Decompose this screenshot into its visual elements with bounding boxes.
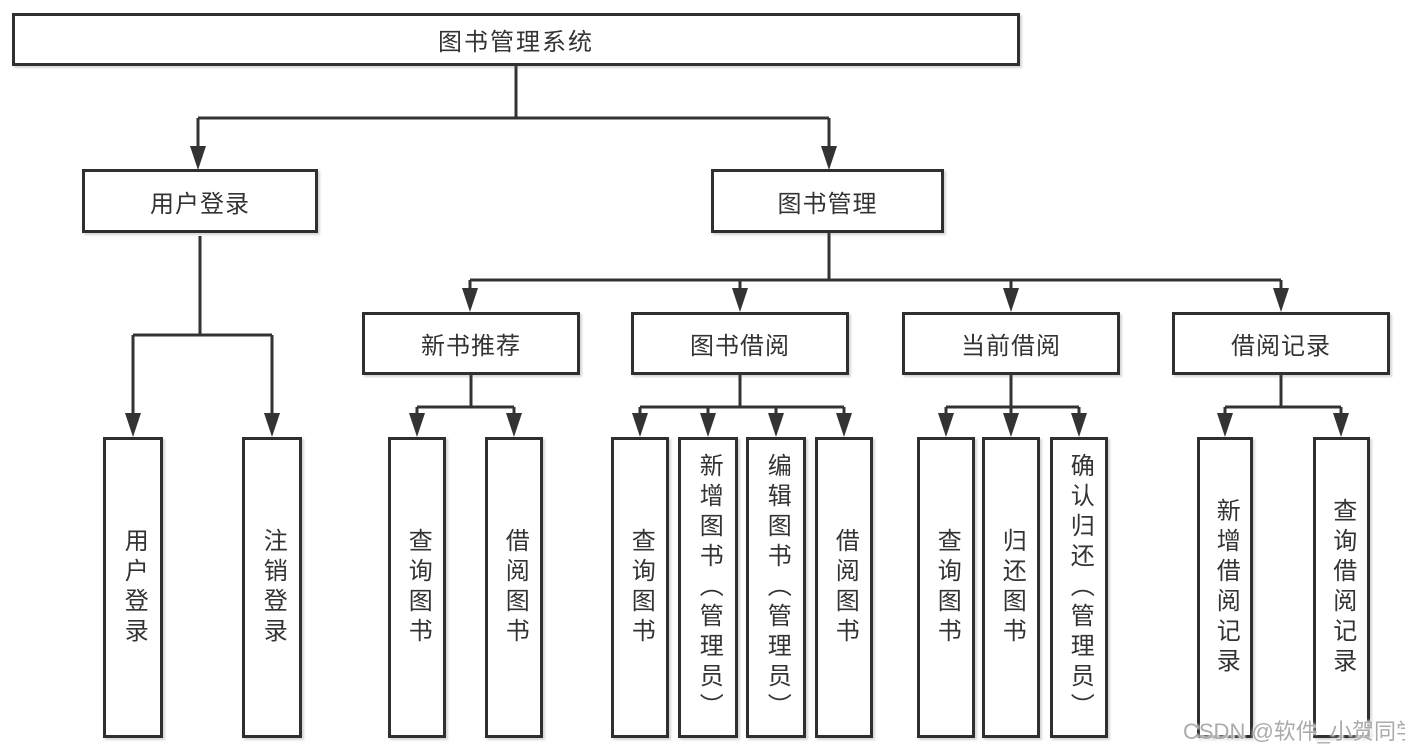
- leaf-query-borrow-record: 查询借阅记录: [1313, 437, 1370, 738]
- node-user-login: 用户登录: [82, 169, 318, 233]
- leaf-query-book-under-current-label: 查询图书: [933, 527, 961, 648]
- leaf-add-borrow-record: 新增借阅记录: [1197, 437, 1253, 738]
- leaf-borrow-book-under-borrow: 借阅图书: [815, 437, 873, 738]
- leaf-edit-book-admin: 编辑图书（管理员）: [746, 437, 806, 738]
- leaf-logout-login-label: 注销登录: [259, 527, 287, 648]
- arrow-heads: [125, 146, 1349, 437]
- leaf-query-book-under-borrow-label: 查询图书: [627, 527, 655, 648]
- watermark: CSDN @软件_小贺同学: [1183, 719, 1405, 744]
- leaf-add-book-admin-label: 新增图书（管理员）: [695, 452, 723, 723]
- node-book-borrow: 图书借阅: [631, 312, 849, 375]
- node-user-login-label: 用户登录: [150, 190, 250, 218]
- leaf-query-borrow-record-label: 查询借阅记录: [1328, 497, 1356, 678]
- tree-edges: [131, 66, 1343, 415]
- node-library-system-label: 图书管理系统: [438, 29, 594, 56]
- leaf-add-borrow-record-label: 新增借阅记录: [1212, 497, 1240, 678]
- leaf-query-book-under-current: 查询图书: [917, 437, 975, 738]
- leaf-add-book-admin: 新增图书（管理员）: [678, 437, 738, 738]
- node-current-borrow: 当前借阅: [902, 312, 1120, 375]
- leaf-query-book-under-recommend: 查询图书: [388, 437, 446, 738]
- node-current-borrow-label: 当前借阅: [961, 333, 1061, 360]
- leaf-user-login: 用户登录: [103, 437, 163, 738]
- leaf-return-book-label: 归还图书: [998, 527, 1026, 648]
- node-borrow-record: 借阅记录: [1172, 312, 1390, 375]
- leaf-confirm-return-admin: 确认归还（管理员）: [1050, 437, 1108, 738]
- leaf-borrow-book-under-borrow-label: 借阅图书: [831, 527, 859, 648]
- leaf-return-book: 归还图书: [982, 437, 1040, 738]
- leaf-logout-login: 注销登录: [242, 437, 302, 738]
- leaf-borrow-book-under-recommend-label: 借阅图书: [501, 527, 529, 648]
- leaf-edit-book-admin-label: 编辑图书（管理员）: [763, 452, 791, 723]
- leaf-borrow-book-under-recommend: 借阅图书: [485, 437, 543, 738]
- node-new-book-recommend: 新书推荐: [362, 312, 580, 375]
- leaf-query-book-under-borrow: 查询图书: [611, 437, 669, 738]
- node-book-management-label: 图书管理: [777, 190, 878, 218]
- node-book-borrow-label: 图书借阅: [690, 333, 790, 360]
- node-library-system: 图书管理系统: [12, 13, 1020, 66]
- node-book-management: 图书管理: [711, 169, 944, 233]
- leaf-confirm-return-admin-label: 确认归还（管理员）: [1066, 452, 1094, 723]
- leaf-query-book-under-recommend-label: 查询图书: [404, 527, 432, 648]
- node-borrow-record-label: 借阅记录: [1231, 333, 1331, 360]
- node-new-book-recommend-label: 新书推荐: [421, 333, 521, 360]
- leaf-user-login-label: 用户登录: [120, 527, 148, 648]
